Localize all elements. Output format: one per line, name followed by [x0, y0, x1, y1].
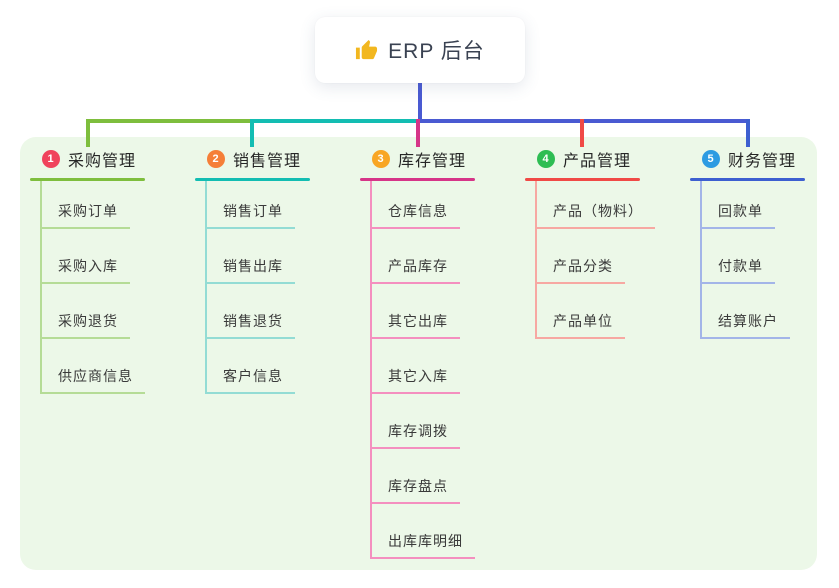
branch-title[interactable]: 1 采购管理 — [30, 144, 200, 174]
branch: 1 采购管理 采购订单采购入库采购退货供应商信息 — [30, 144, 200, 394]
child-label: 库存盘点 — [388, 478, 448, 494]
child-node[interactable]: 结算账户 — [700, 284, 790, 339]
branch-number-badge: 4 — [537, 150, 555, 168]
child-label: 客户信息 — [223, 368, 283, 384]
child-label: 产品单位 — [553, 313, 613, 329]
branch-drop-line — [250, 119, 254, 147]
child-label: 采购订单 — [58, 203, 118, 219]
root-label: ERP 后台 — [388, 40, 485, 63]
child-label: 产品分类 — [553, 258, 613, 274]
child-node[interactable]: 产品库存 — [370, 229, 460, 284]
branch-children: 仓库信息产品库存其它出库其它入库库存调拨库存盘点出库库明细 — [370, 174, 530, 559]
branch-label: 财务管理 — [728, 153, 797, 170]
root-stem-line — [418, 83, 422, 123]
branch-label: 采购管理 — [68, 153, 137, 170]
child-label: 其它入库 — [388, 368, 448, 384]
branch-spine-line — [370, 181, 372, 559]
branch-spine-line — [205, 181, 207, 394]
branch-label: 产品管理 — [563, 153, 632, 170]
rail-segment-green — [86, 119, 250, 123]
branch-number-badge: 2 — [207, 150, 225, 168]
child-node[interactable]: 销售退货 — [205, 284, 295, 339]
branch-underline — [30, 178, 145, 181]
child-label: 库存调拨 — [388, 423, 448, 439]
thumbs-up-icon — [355, 39, 378, 62]
child-label: 供应商信息 — [58, 368, 133, 384]
child-label: 采购入库 — [58, 258, 118, 274]
child-node[interactable]: 出库库明细 — [370, 504, 475, 559]
child-node[interactable]: 客户信息 — [205, 339, 295, 394]
branch-number-badge: 3 — [372, 150, 390, 168]
child-label: 回款单 — [718, 203, 763, 219]
rail-segment-teal — [250, 119, 418, 123]
child-label: 仓库信息 — [388, 203, 448, 219]
branch-title[interactable]: 4 产品管理 — [525, 144, 695, 174]
child-label: 出库库明细 — [388, 533, 463, 549]
branch-underline — [690, 178, 805, 181]
child-node[interactable]: 销售出库 — [205, 229, 295, 284]
child-node[interactable]: 采购订单 — [40, 174, 130, 229]
child-node[interactable]: 产品分类 — [535, 229, 625, 284]
branch-title[interactable]: 5 财务管理 — [690, 144, 839, 174]
child-node[interactable]: 产品（物料） — [535, 174, 655, 229]
child-label: 销售订单 — [223, 203, 283, 219]
branch-children: 回款单付款单结算账户 — [700, 174, 839, 339]
branch: 3 库存管理 仓库信息产品库存其它出库其它入库库存调拨库存盘点出库库明细 — [360, 144, 530, 559]
child-label: 产品（物料） — [553, 203, 643, 219]
child-label: 销售出库 — [223, 258, 283, 274]
branch-title[interactable]: 3 库存管理 — [360, 144, 530, 174]
branch: 4 产品管理 产品（物料） 产品分类产品单位 — [525, 144, 695, 339]
branch: 5 财务管理 回款单付款单结算账户 — [690, 144, 839, 339]
branch-underline — [195, 178, 310, 181]
child-label: 付款单 — [718, 258, 763, 274]
child-node[interactable]: 供应商信息 — [40, 339, 145, 394]
child-node[interactable]: 回款单 — [700, 174, 775, 229]
child-node[interactable]: 其它入库 — [370, 339, 460, 394]
child-node[interactable]: 库存盘点 — [370, 449, 460, 504]
branch-spine-line — [700, 181, 702, 339]
branch: 2 销售管理 销售订单销售出库销售退货客户信息 — [195, 144, 365, 394]
branch-spine-line — [40, 181, 42, 394]
branch-underline — [360, 178, 475, 181]
branch-drop-line — [746, 119, 750, 147]
background-panel — [20, 137, 817, 570]
child-node[interactable]: 库存调拨 — [370, 394, 460, 449]
branch-children: 销售订单销售出库销售退货客户信息 — [205, 174, 365, 394]
branch-title[interactable]: 2 销售管理 — [195, 144, 365, 174]
branch-children: 采购订单采购入库采购退货供应商信息 — [40, 174, 200, 394]
child-node[interactable]: 付款单 — [700, 229, 775, 284]
child-label: 采购退货 — [58, 313, 118, 329]
branch-drop-line — [416, 119, 420, 147]
branch-label: 库存管理 — [398, 153, 467, 170]
child-node[interactable]: 产品单位 — [535, 284, 625, 339]
child-label: 销售退货 — [223, 313, 283, 329]
branch-drop-line — [580, 119, 584, 147]
child-node[interactable]: 仓库信息 — [370, 174, 460, 229]
child-node[interactable]: 销售订单 — [205, 174, 295, 229]
child-node[interactable]: 其它出库 — [370, 284, 460, 339]
branch-underline — [525, 178, 640, 181]
branch-drop-line — [86, 119, 90, 147]
child-label: 结算账户 — [718, 313, 778, 329]
branch-label: 销售管理 — [233, 153, 302, 170]
root-node[interactable]: ERP 后台 — [315, 17, 525, 83]
branch-number-badge: 5 — [702, 150, 720, 168]
child-node[interactable]: 采购退货 — [40, 284, 130, 339]
child-node[interactable]: 采购入库 — [40, 229, 130, 284]
child-label: 其它出库 — [388, 313, 448, 329]
branch-children: 产品（物料） 产品分类产品单位 — [535, 174, 695, 339]
branch-number-badge: 1 — [42, 150, 60, 168]
child-label: 产品库存 — [388, 258, 448, 274]
branch-spine-line — [535, 181, 537, 339]
rail-segment-blue — [418, 119, 750, 123]
